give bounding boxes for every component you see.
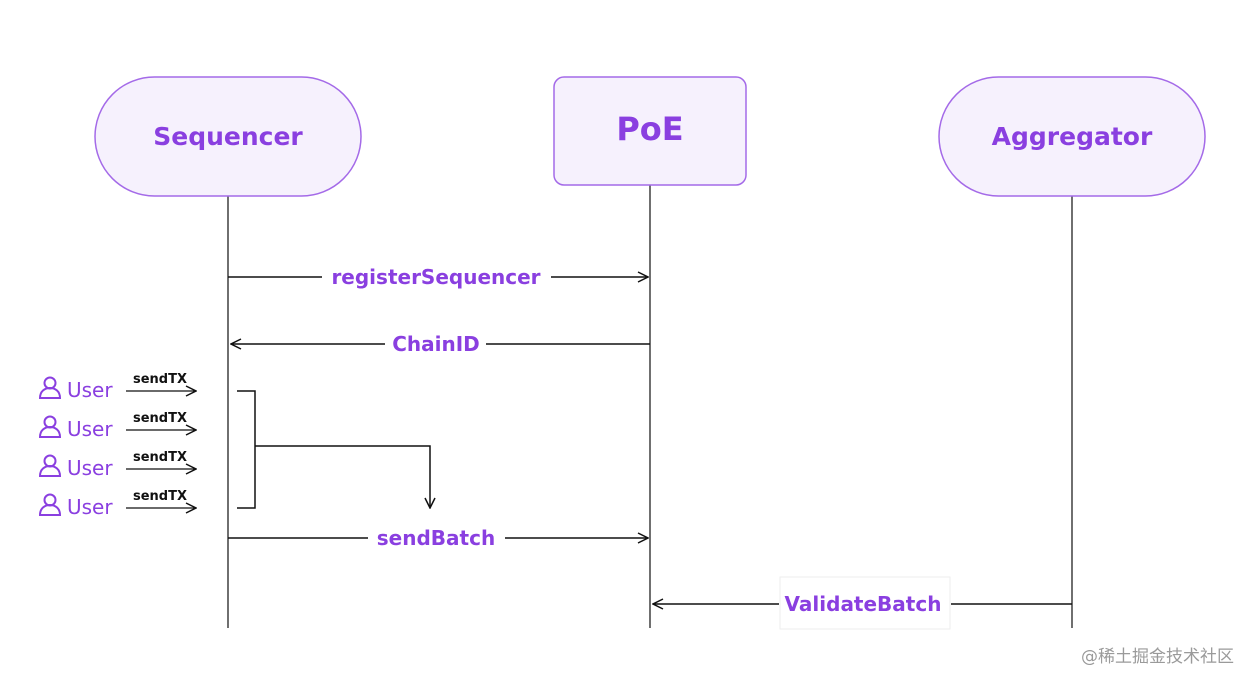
user-icon: [38, 454, 62, 477]
aggregator-label: Aggregator: [992, 122, 1153, 151]
user-label: User: [67, 495, 113, 519]
sendtx-label: sendTX: [133, 372, 187, 387]
user-label: User: [67, 456, 113, 480]
batch-bracket: [237, 390, 430, 508]
validate-batch-label: ValidateBatch: [785, 592, 942, 616]
register-sequencer-message: registerSequencer: [228, 265, 648, 289]
user-row: User sendTX: [38, 411, 196, 441]
send-batch-message: sendBatch: [228, 526, 648, 550]
sequencer-label: Sequencer: [153, 122, 303, 151]
validate-batch-message: ValidateBatch: [653, 576, 1072, 630]
poe-participant: PoE: [553, 76, 747, 186]
user-label: User: [67, 378, 113, 402]
watermark: @稀土掘金技术社区: [1081, 647, 1234, 667]
poe-label: PoE: [616, 110, 683, 148]
user-row: User sendTX: [38, 372, 196, 402]
user-icon: [38, 493, 62, 516]
user-icon: [38, 415, 62, 438]
sendtx-label: sendTX: [133, 450, 187, 465]
chainid-message: ChainID: [231, 332, 650, 356]
sequencer-participant: Sequencer: [94, 76, 362, 197]
send-batch-label: sendBatch: [377, 526, 495, 550]
sendtx-label: sendTX: [133, 489, 187, 504]
user-icon: [38, 376, 62, 399]
user-label: User: [67, 417, 113, 441]
chainid-label: ChainID: [392, 332, 480, 356]
aggregator-participant: Aggregator: [938, 76, 1206, 197]
sendtx-label: sendTX: [133, 411, 187, 426]
user-row: User sendTX: [38, 489, 196, 519]
user-row: User sendTX: [38, 450, 196, 480]
register-sequencer-label: registerSequencer: [331, 265, 540, 289]
